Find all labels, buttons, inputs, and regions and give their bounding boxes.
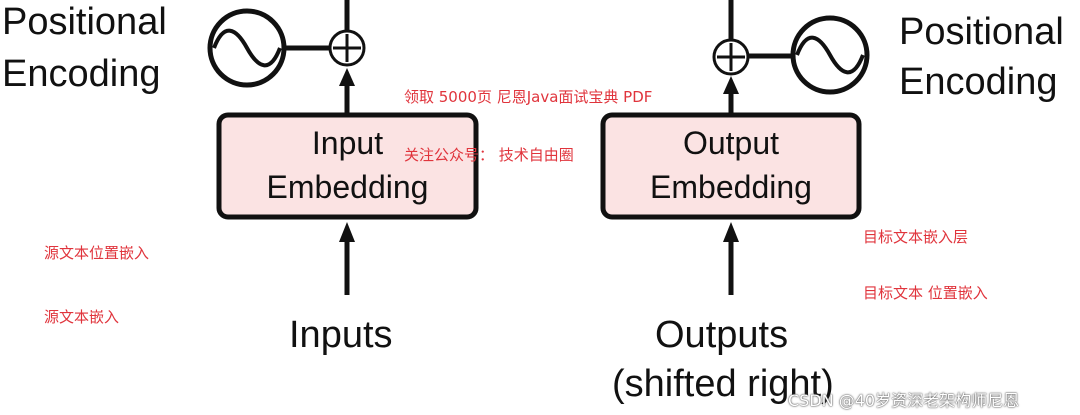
outputs-label-line2: (shifted right) <box>612 363 834 405</box>
promo-annotation-line1: 领取 5000页 尼恩Java面试宝典 PDF <box>404 88 653 106</box>
right-positional-encoding-line2: Encoding <box>899 61 1058 103</box>
promo-annotation-line2: 关注公众号： 技术自由圈 <box>404 146 574 164</box>
target-embedding-layer-annotation: 目标文本嵌入层 <box>863 228 969 246</box>
left-branch <box>207 0 479 295</box>
target-position-embedding-annotation: 目标文本 位置嵌入 <box>863 284 988 302</box>
output-embedding-box <box>600 112 862 220</box>
inputs-label: Inputs <box>289 314 393 356</box>
right-branch <box>600 0 870 295</box>
input-embedding-label-line2: Embedding <box>266 169 429 205</box>
right-add-icon <box>712 38 750 76</box>
output-embedding-label-line1: Output <box>682 125 780 161</box>
left-add-icon <box>328 29 366 67</box>
outputs-label-line1: Outputs <box>655 314 789 356</box>
source-embedding-annotation: 源文本嵌入 <box>44 308 120 326</box>
left-sine-wave-icon <box>207 8 287 88</box>
watermark: CSDN @40岁资深老架构师尼恩 <box>788 391 1020 410</box>
left-positional-encoding-line2: Encoding <box>2 53 161 95</box>
source-position-embedding-annotation: 源文本位置嵌入 <box>44 244 150 262</box>
input-embedding-box <box>216 112 479 220</box>
output-embedding-label-line2: Embedding <box>650 169 812 205</box>
right-sine-wave-icon <box>790 15 870 95</box>
left-positional-encoding-line1: Positional <box>2 1 167 43</box>
input-embedding-label-line1: Input <box>311 125 384 161</box>
right-positional-encoding-line1: Positional <box>899 11 1064 53</box>
